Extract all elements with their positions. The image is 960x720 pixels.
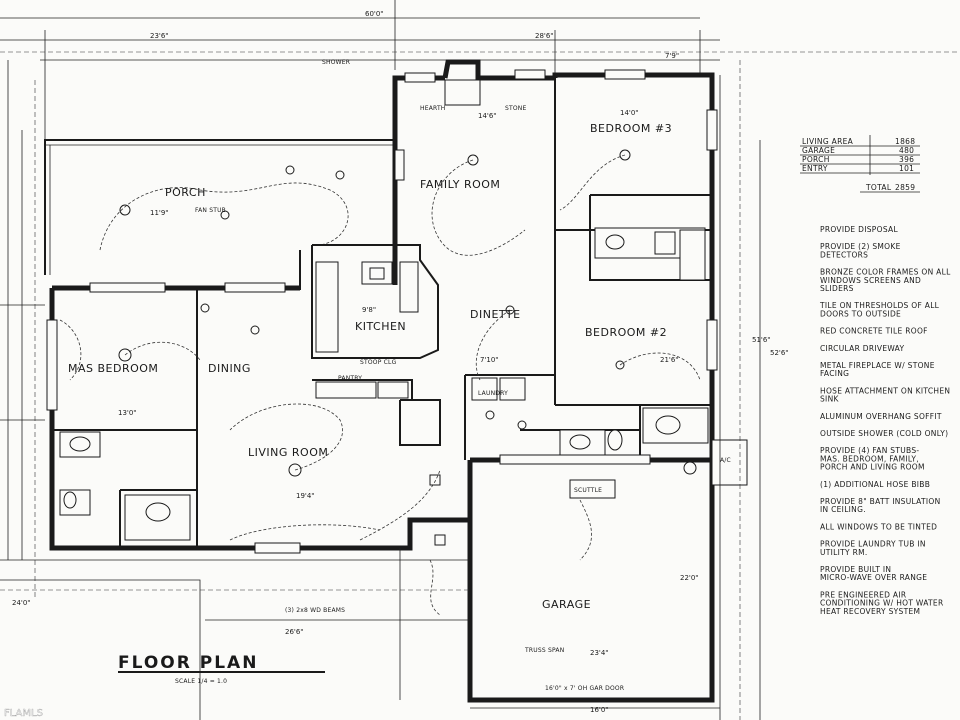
area-row-0-label: LIVING AREA [802, 137, 854, 146]
dim-right-1: 51'6" [752, 336, 771, 344]
plan-title: FLOOR PLAN [118, 653, 258, 673]
spec-note-9: OUTSIDE SHOWER (COLD ONLY) [820, 429, 948, 438]
area-row-1-label: GARAGE [802, 146, 835, 155]
spec-note-13: ALL WINDOWS TO BE TINTED [820, 522, 937, 531]
electrical-symbols [59, 149, 701, 616]
label-shower: SHOWER [322, 59, 350, 66]
dim-bed3-w: 14'0" [620, 109, 639, 117]
room-label-garage: GARAGE [542, 598, 591, 611]
room-label-dining: DINING [208, 362, 251, 375]
room-label-master-bedroom: MAS BEDROOM [68, 362, 158, 375]
spec-note-0: PROVIDE DISPOSAL [820, 225, 898, 234]
area-row-1-value: 480 [899, 146, 914, 155]
dim-dinette-w: 7'10" [480, 356, 499, 364]
spec-note-10: PROVIDE (4) FAN STUBS-MAS. BEDROOM, FAMI… [820, 446, 925, 471]
label-laundry: LAUNDRY [478, 390, 508, 397]
label-garage-door: 16'0" x 7' OH GAR DOOR [545, 685, 624, 692]
watermark: FLAMLS [4, 708, 43, 719]
label-scuttle: SCUTTLE [574, 487, 602, 494]
top-dimension-lines: 60'0" 23'6" 28'6" 7'9" [0, 0, 960, 140]
dim-family-w: 14'6" [478, 112, 497, 120]
room-labels: FAMILY ROOM BEDROOM #3 KITCHEN DINETTE B… [68, 122, 731, 611]
room-label-family-room: FAMILY ROOM [420, 178, 500, 191]
spec-note-5: CIRCULAR DRIVEWAY [820, 344, 905, 353]
dim-living-w: 19'4" [296, 492, 315, 500]
label-pantry: PANTRY [338, 375, 362, 382]
label-beams: (3) 2x8 WD BEAMS [285, 607, 345, 614]
dim-kitchen-w: 9'8" [362, 306, 376, 314]
spec-note-8: ALUMINUM OVERHANG SOFFIT [820, 412, 942, 421]
dim-overall: 60'0" [365, 10, 384, 18]
dim-garage-w: 23'4" [590, 649, 609, 657]
room-label-dinette: DINETTE [470, 308, 521, 321]
room-label-ac: A/C [720, 457, 731, 464]
dim-dining-w: 13'0" [118, 409, 137, 417]
area-row-0-value: 1868 [895, 137, 915, 146]
room-label-porch: PORCH [165, 186, 206, 199]
dim-porch-w: 11'9" [150, 209, 169, 217]
room-label-bedroom3: BEDROOM #3 [590, 122, 672, 135]
area-total-label: TOTAL [865, 183, 892, 192]
area-row-3-value: 101 [899, 164, 914, 173]
dim-top-right: 7'9" [665, 52, 679, 60]
spec-note-4: RED CONCRETE TILE ROOF [820, 327, 928, 336]
dim-bottom-1: 26'6" [285, 628, 304, 636]
spec-note-11: (1) ADDITIONAL HOSE BIBB [820, 480, 930, 489]
window-marks [46, 69, 718, 554]
dim-bottom-3: 24'0" [12, 599, 31, 607]
label-hearth: HEARTH [420, 105, 446, 112]
dim-bed2-w: 21'6" [660, 356, 679, 364]
area-total-value: 2859 [895, 183, 915, 192]
label-truss-span: TRUSS SPAN [524, 647, 564, 654]
label-stone: STONE [505, 105, 526, 112]
room-dimensions: 14'6" 14'0" 13'0" 19'4" 9'8" 7'10" 21'6"… [12, 109, 789, 714]
fixtures [59, 79, 748, 546]
site-lines [0, 60, 761, 720]
left-dimension-lines [0, 60, 45, 600]
room-label-kitchen: KITCHEN [355, 320, 406, 333]
dim-top-mid: 28'6" [535, 32, 554, 40]
small-labels: HEARTH STONE PANTRY LAUNDRY SCUTTLE TRUS… [285, 59, 624, 692]
area-table: LIVING AREA 1868 GARAGE 480 PORCH 396 EN… [800, 135, 920, 193]
room-label-bedroom2: BEDROOM #2 [585, 326, 667, 339]
label-stoop-clg: STOOP CLG [360, 359, 397, 366]
dim-right-2: 52'6" [770, 349, 789, 357]
area-row-2-label: PORCH [802, 155, 830, 164]
area-row-2-value: 396 [899, 155, 914, 164]
plan-scale: SCALE 1/4 = 1.0 [175, 678, 227, 685]
dim-bottom-2: 16'0" [590, 706, 609, 714]
room-label-living-room: LIVING ROOM [248, 446, 328, 459]
title-block: FLOOR PLAN SCALE 1/4 = 1.0 [118, 653, 325, 685]
dim-top-left: 23'6" [150, 32, 169, 40]
interior-walls [52, 194, 712, 548]
area-row-3-label: ENTRY [802, 164, 828, 173]
dim-garage-d: 22'0" [680, 574, 699, 582]
porch-fan-stub-label: FAN STUB [195, 207, 226, 214]
